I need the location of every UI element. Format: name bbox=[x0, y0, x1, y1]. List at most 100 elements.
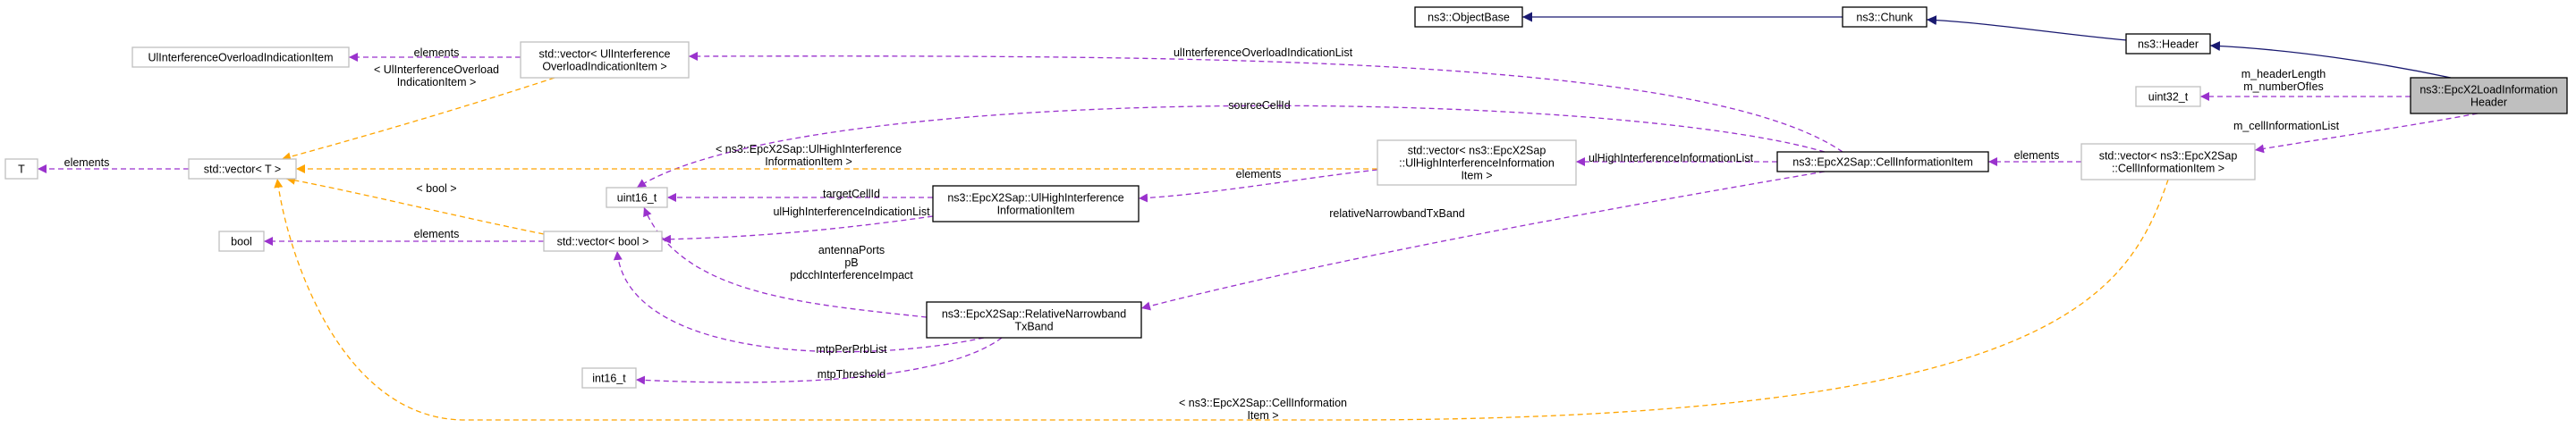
node-header[interactable]: ns3::Header bbox=[2125, 33, 2211, 55]
node-label: ns3::EpcX2LoadInformation bbox=[2419, 84, 2557, 97]
node-vector-bool[interactable]: std::vector< bool > bbox=[543, 231, 663, 252]
node-T[interactable]: T bbox=[4, 158, 38, 180]
node-ul-high-item[interactable]: ns3::EpcX2Sap::UlHighInterferenceInforma… bbox=[932, 185, 1140, 222]
node-box bbox=[1842, 6, 1928, 28]
node-box bbox=[543, 231, 663, 252]
node-label: ns3::ObjectBase bbox=[1428, 12, 1510, 24]
edge-label-mtp-threshold: mtpThreshold bbox=[818, 368, 886, 381]
node-box bbox=[218, 231, 265, 252]
edge-label-elements-ul-high: elements bbox=[1236, 168, 1282, 180]
edge-vectorcell-loadinfo bbox=[2254, 113, 2479, 154]
node-label: ::CellInformationItem > bbox=[2112, 163, 2224, 175]
node-box bbox=[1377, 139, 1577, 186]
node-label: int16_t bbox=[592, 373, 626, 385]
node-label: std::vector< T > bbox=[204, 164, 281, 176]
edge-label-header-fields-2: m_numberOfIes bbox=[2243, 80, 2324, 93]
node-label: InformationItem bbox=[997, 205, 1075, 217]
node-box bbox=[2410, 77, 2568, 114]
node-vector-cell-info[interactable]: std::vector< ns3::EpcX2Sap::CellInformat… bbox=[2080, 143, 2256, 180]
node-box bbox=[606, 187, 668, 208]
edge-label-tmpl-ul-high-1: < ns3::EpcX2Sap::UlHighInterference bbox=[716, 143, 902, 155]
edge-header-chunk bbox=[1926, 15, 2128, 41]
edge-label-tmpl-overload-2: IndicationItem > bbox=[397, 76, 477, 88]
node-label: uint16_t bbox=[617, 192, 657, 205]
edge-label-band-fields-2: pB bbox=[844, 256, 858, 269]
edge-label-tmpl-overload-1: < UlInterferenceOverload bbox=[374, 63, 499, 76]
edge-vectorbool-relband bbox=[613, 250, 985, 353]
node-cell-info-item[interactable]: ns3::EpcX2Sap::CellInformationItem bbox=[1776, 151, 1989, 172]
edge-label-tmpl-cell-info-2: Item > bbox=[1247, 409, 1278, 422]
node-box bbox=[188, 158, 297, 180]
edge-label-tmpl-cell-info-1: < ns3::EpcX2Sap::CellInformation bbox=[1179, 397, 1347, 409]
edge-label-ul-high-list: ulHighInterferenceInformationList bbox=[1589, 152, 1754, 164]
edge-label-tmpl-ul-high-2: InformationItem > bbox=[765, 155, 852, 168]
edge-vectorcell-vectorT bbox=[274, 178, 2169, 421]
node-bool[interactable]: bool bbox=[218, 231, 265, 252]
node-overload-item[interactable]: UlInterferenceOverloadIndicationItem bbox=[131, 46, 350, 68]
edge-vectorbool-ulhighitem bbox=[661, 215, 934, 244]
node-box bbox=[581, 367, 637, 389]
edge-label-elements-T: elements bbox=[64, 156, 110, 169]
node-box bbox=[4, 158, 38, 180]
edge-label-band-fields-3: pdcchInterferenceImpact bbox=[790, 269, 913, 281]
edge-label-elements-bool: elements bbox=[414, 228, 460, 240]
edge-label-elements-overload: elements bbox=[414, 46, 460, 59]
node-label: ns3::EpcX2Sap::RelativeNarrowband bbox=[942, 308, 1126, 321]
node-label: bool bbox=[231, 236, 252, 248]
node-label: std::vector< bool > bbox=[557, 236, 649, 248]
edge-loadinfo-header bbox=[2209, 41, 2452, 79]
node-int16-t[interactable]: int16_t bbox=[581, 367, 637, 389]
edge-label-ul-high-indication: ulHighInterferenceIndicationList bbox=[773, 206, 930, 218]
node-label: ::UlHighInterferenceInformation bbox=[1399, 157, 1555, 170]
node-object-base[interactable]: ns3::ObjectBase bbox=[1414, 6, 1523, 28]
node-box bbox=[520, 41, 690, 79]
node-box bbox=[1776, 151, 1989, 172]
edge-label-source-cell: sourceCellId bbox=[1228, 99, 1291, 112]
edge-label-target-cell: targetCellId bbox=[823, 188, 880, 200]
edge-label-band-fields-1: antennaPorts bbox=[818, 244, 885, 256]
node-label: uint32_t bbox=[2148, 91, 2189, 104]
edge-label-cell-information-list: m_cellInformationList bbox=[2233, 120, 2340, 132]
node-box bbox=[2135, 86, 2201, 107]
node-label: ns3::EpcX2Sap::CellInformationItem bbox=[1792, 156, 1973, 169]
edge-label-overload-list: ulInterferenceOverloadIndicationList bbox=[1174, 46, 1353, 59]
node-label: ns3::Chunk bbox=[1856, 12, 1913, 24]
edge-label-elements-cell-info: elements bbox=[2014, 149, 2060, 162]
node-label: std::vector< UlInterference bbox=[539, 48, 671, 61]
node-label: std::vector< ns3::EpcX2Sap bbox=[2099, 150, 2238, 163]
edge-label-header-fields-1: m_headerLength bbox=[2241, 68, 2326, 80]
node-vector-overload[interactable]: std::vector< UlInterferenceOverloadIndic… bbox=[520, 41, 690, 79]
nodes-layer: ns3::ObjectBase ns3::Chunkns3::Headerns3:… bbox=[4, 6, 2568, 389]
node-box bbox=[131, 46, 350, 68]
node-uint16-t[interactable]: uint16_t bbox=[606, 187, 668, 208]
node-box bbox=[2125, 33, 2211, 55]
node-label: OverloadIndicationItem > bbox=[542, 61, 666, 73]
edge-relband-cellinfo bbox=[1140, 171, 1826, 311]
edge-label-relative-band: relativeNarrowbandTxBand bbox=[1329, 207, 1465, 220]
node-label: Header bbox=[2470, 97, 2507, 109]
node-vector-ul-high[interactable]: std::vector< ns3::EpcX2Sap::UlHighInterf… bbox=[1377, 139, 1577, 186]
edge-vectorbool-vectorT bbox=[285, 175, 545, 235]
edge-label-mtp-per-prb: mtpPerPrbList bbox=[816, 343, 887, 356]
node-label: std::vector< ns3::EpcX2Sap bbox=[1408, 145, 1546, 157]
node-label: UlInterferenceOverloadIndicationItem bbox=[148, 52, 333, 64]
node-vector-T[interactable]: std::vector< T > bbox=[188, 158, 297, 180]
node-box bbox=[2080, 143, 2256, 180]
edges-layer bbox=[38, 12, 2479, 421]
node-box bbox=[932, 185, 1140, 222]
node-label: T bbox=[18, 164, 25, 176]
node-label: ns3::EpcX2Sap::UlHighInterference bbox=[947, 192, 1123, 205]
node-box bbox=[926, 301, 1142, 339]
edge-vectoroverload-cellinfo bbox=[688, 51, 1843, 153]
node-uint32-t[interactable]: uint32_t bbox=[2135, 86, 2201, 107]
edge-ulhighitem-vectorulhigh bbox=[1138, 169, 1378, 203]
node-chunk[interactable]: ns3::Chunk bbox=[1842, 6, 1928, 28]
node-label: Item > bbox=[1461, 170, 1492, 182]
node-box bbox=[1414, 6, 1523, 28]
edge-uint16-relband bbox=[643, 206, 928, 318]
edge-label-tmpl-bool: < bool > bbox=[416, 182, 456, 195]
